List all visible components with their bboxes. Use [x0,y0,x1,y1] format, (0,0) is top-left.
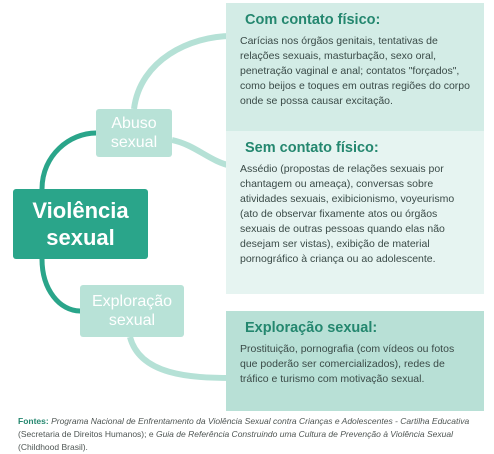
connector-abuso-com-contato [131,33,233,110]
panel-sem-contato: Sem contato físico: Assédio (propostas d… [226,131,484,294]
sources-label: Fontes: [18,416,49,426]
panel-sem-contato-title: Sem contato físico: [245,140,379,156]
sources-note: Fontes: Programa Nacional de Enfrentamen… [18,415,478,454]
panel-exploracao-text: Prostituição, pornografia (com vídeos ou… [240,343,455,385]
panel-com-contato-title: Com contato físico: [245,12,381,28]
panel-com-contato: Com contato físico: Carícias nos órgãos … [226,3,484,131]
source1-title: Programa Nacional de Enfrentamento da Vi… [51,416,470,426]
panel-sem-contato-text: Assédio (propostas de relações sexuais p… [240,163,455,265]
source1-org: (Secretaria de Direitos Humanos); e [18,429,156,439]
panel-exploracao-title: Exploração sexual: [245,320,378,336]
connector-exploracao-panel [127,336,233,381]
connector-center-exploracao [39,258,81,314]
center-node-label: Violência sexual [32,198,129,250]
panel-com-contato-text: Carícias nos órgãos genitais, tentativas… [240,35,470,107]
center-node-violencia-sexual: Violência sexual [13,189,148,259]
panel-exploracao: Exploração sexual: Prostituição, pornogr… [226,311,484,411]
branch-node-abuso-sexual: Abuso sexual [96,109,172,157]
branch-node-exploracao-sexual: Exploração sexual [80,285,184,337]
connector-abuso-sem-contato [171,137,233,169]
source2-org: (Childhood Brasil). [18,442,88,452]
source2-title: Guia de Referência Construindo uma Cultu… [155,429,454,439]
branch-abuso-label: Abuso sexual [110,115,158,151]
connector-center-abuso [39,130,97,190]
branch-exploracao-label: Exploração sexual [91,293,173,329]
